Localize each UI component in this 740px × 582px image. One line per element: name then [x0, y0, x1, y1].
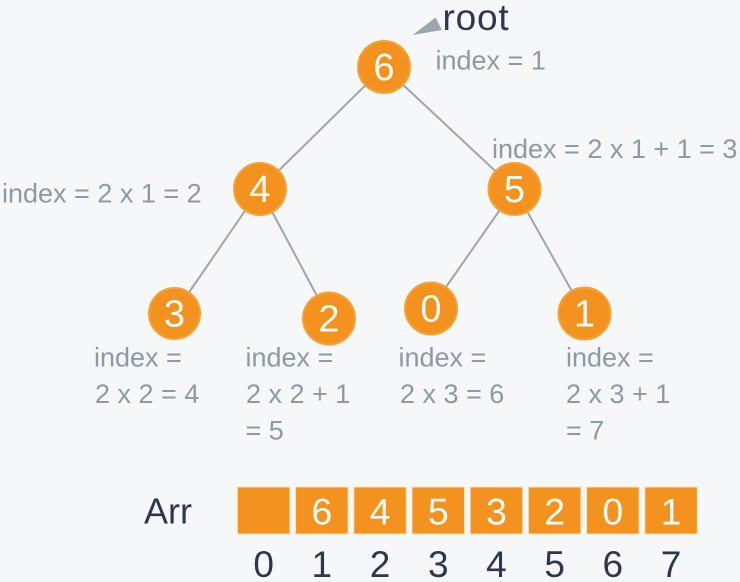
svg-text:root: root — [443, 0, 510, 38]
svg-text:6: 6 — [311, 491, 332, 533]
svg-text:3: 3 — [428, 544, 449, 582]
svg-text:index =: index = — [94, 343, 182, 373]
svg-text:6: 6 — [603, 544, 624, 582]
svg-text:7: 7 — [661, 544, 682, 582]
svg-text:0: 0 — [420, 289, 441, 331]
svg-text:3: 3 — [486, 491, 507, 533]
svg-text:6: 6 — [373, 47, 394, 89]
svg-text:= 5: = 5 — [246, 416, 284, 446]
svg-text:5: 5 — [504, 169, 525, 211]
svg-text:2 x 3 = 6: 2 x 3 = 6 — [400, 379, 504, 409]
svg-text:index = 2 x 1 + 1 = 3: index = 2 x 1 + 1 = 3 — [492, 134, 737, 164]
svg-text:0: 0 — [253, 544, 274, 582]
svg-text:index =: index = — [566, 343, 654, 373]
svg-text:1: 1 — [661, 491, 682, 533]
svg-text:3: 3 — [164, 294, 185, 336]
svg-text:2 x 2 = 4: 2 x 2 = 4 — [95, 379, 199, 409]
svg-text:index =: index = — [246, 343, 334, 373]
svg-text:= 7: = 7 — [566, 416, 604, 446]
svg-text:5: 5 — [544, 544, 565, 582]
svg-text:Arr: Arr — [144, 491, 192, 532]
svg-text:2 x 2 + 1: 2 x 2 + 1 — [246, 379, 350, 409]
svg-text:index = 2 x 1 = 2: index = 2 x 1 = 2 — [2, 179, 202, 209]
svg-text:2: 2 — [370, 544, 391, 582]
svg-text:4: 4 — [486, 544, 507, 582]
svg-text:2: 2 — [318, 299, 339, 341]
svg-text:2: 2 — [544, 491, 565, 533]
svg-text:4: 4 — [249, 169, 270, 211]
svg-text:0: 0 — [602, 491, 623, 533]
svg-text:index = 1: index = 1 — [436, 46, 546, 76]
svg-text:2 x 3 + 1: 2 x 3 + 1 — [566, 379, 670, 409]
svg-text:1: 1 — [574, 294, 595, 336]
svg-text:4: 4 — [370, 491, 391, 533]
svg-text:5: 5 — [428, 491, 449, 533]
svg-text:index =: index = — [399, 343, 487, 373]
svg-text:1: 1 — [312, 544, 333, 582]
